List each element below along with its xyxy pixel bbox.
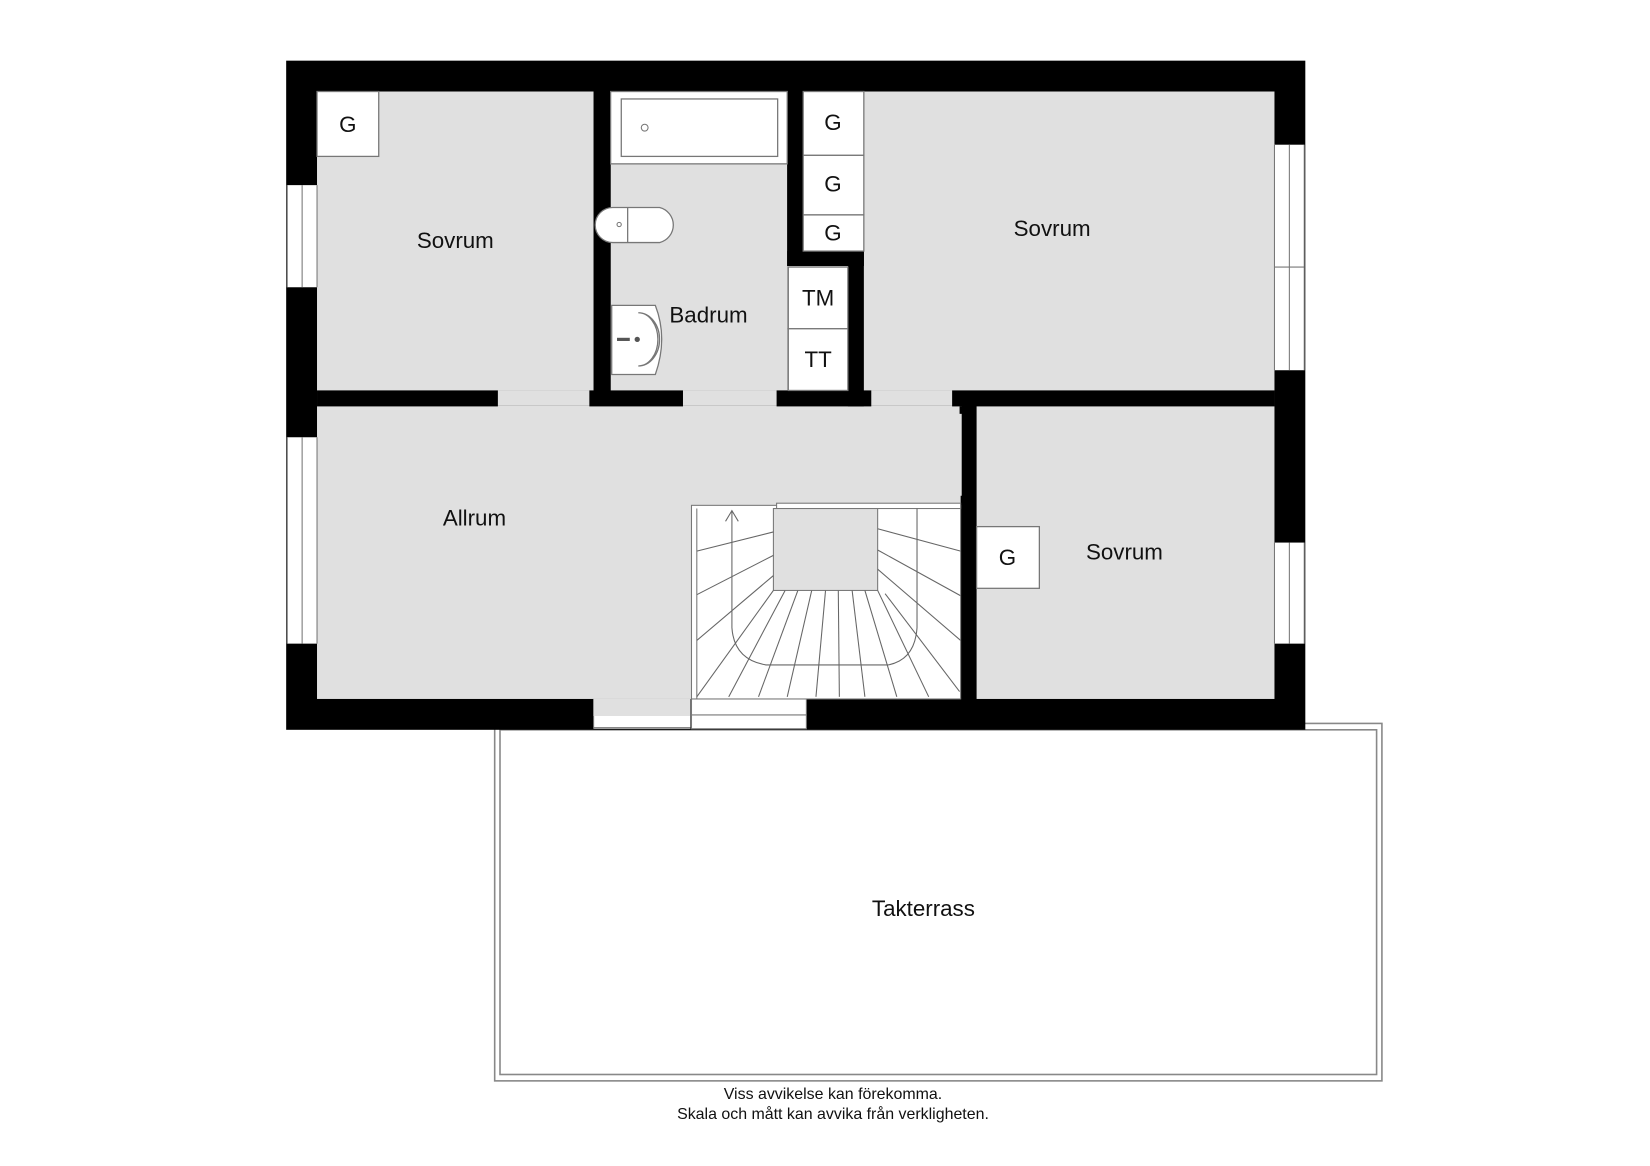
- closet-label: G: [999, 545, 1016, 570]
- closet-label: G: [824, 220, 841, 245]
- closet-label: G: [824, 110, 841, 135]
- room-label-bedroom-nw: Sovrum: [417, 228, 494, 253]
- room-label-family-room: Allrum: [443, 506, 506, 531]
- laundry: TM TT: [787, 266, 849, 392]
- window-icon: [1273, 144, 1305, 371]
- dryer-icon: [787, 328, 849, 392]
- sink-icon: [611, 304, 663, 376]
- closet-label: G: [824, 172, 841, 197]
- window-icon: [286, 437, 318, 644]
- dryer-label: TT: [804, 347, 832, 372]
- room-label-roof-terrace: Takterrass: [872, 896, 975, 921]
- disclaimer-line-2: Skala och mått kan avvika från verklighe…: [677, 1105, 989, 1123]
- room-label-bedroom-ne: Sovrum: [1014, 216, 1091, 241]
- window-icon: [1273, 542, 1305, 644]
- closet-nw: G: [316, 90, 380, 158]
- room-label-bedroom-se: Sovrum: [1086, 540, 1163, 565]
- washer-label: TM: [802, 285, 834, 310]
- windows: [286, 144, 1305, 644]
- closet-center-stack: G G G: [802, 90, 865, 252]
- closet-se: G: [975, 525, 1040, 589]
- disclaimer-line-1: Viss avvikelse kan förekomma.: [724, 1086, 943, 1103]
- bathtub-icon: [610, 90, 788, 165]
- closet-label: G: [339, 112, 356, 137]
- bedroom-ne-floor: [863, 91, 1275, 391]
- toilet-icon: [594, 206, 674, 244]
- window-icon: [286, 185, 318, 288]
- interior-walls: [317, 91, 1275, 699]
- bottom-openings: [593, 698, 807, 730]
- room-label-bathroom: Badrum: [669, 302, 747, 327]
- staircase-icon: [690, 502, 962, 700]
